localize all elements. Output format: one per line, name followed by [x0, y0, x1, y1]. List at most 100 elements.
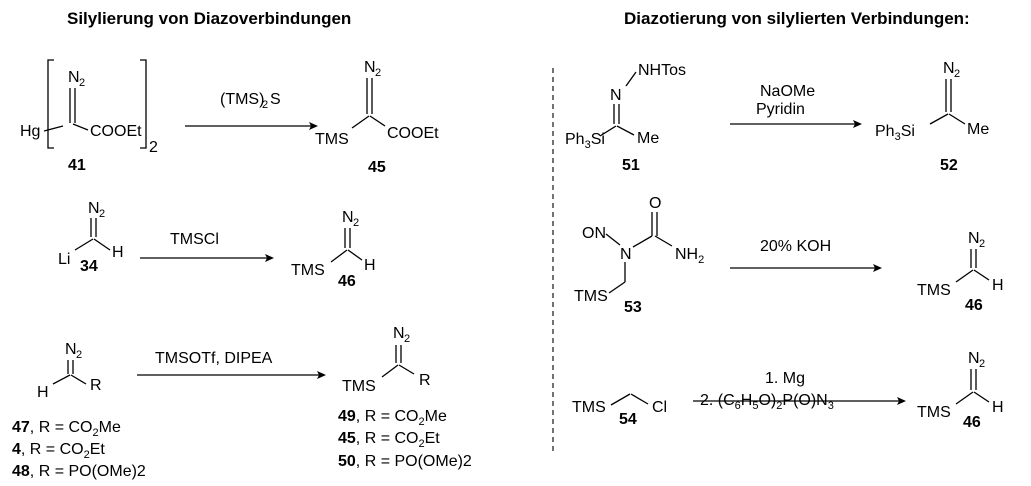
substituent-4: 4, R = CO2Et: [12, 441, 105, 461]
subscript-2: 2: [954, 68, 960, 80]
atom-tms: TMS: [917, 282, 951, 299]
atom-ph3si: Ph3Si: [875, 123, 915, 143]
bond: [625, 71, 637, 87]
atom-h: H: [992, 399, 1004, 416]
label-54: 54: [619, 411, 637, 428]
arrow-3: TMSOTf, DIPEA: [137, 350, 326, 379]
bond: [93, 238, 111, 251]
bond: [351, 115, 370, 129]
compound-46-left: N 2 TMS H 46: [291, 209, 376, 290]
subscript-2: 2: [99, 208, 105, 220]
atom-h: H: [364, 257, 376, 274]
atom-li: Li: [58, 251, 70, 268]
reagent-tmsotf-dipea: TMSOTf, DIPEA: [155, 350, 273, 367]
label-53: 53: [624, 299, 642, 316]
label-34: 34: [80, 258, 98, 275]
atom-h: H: [992, 277, 1004, 294]
reagent-naome: NaOMe: [760, 83, 815, 100]
reagent-mg: 1. Mg: [765, 370, 805, 387]
atom-tms: TMS: [572, 399, 606, 416]
subscript-2: 2: [79, 77, 85, 89]
arrow-6: 1. Mg 2. (C6H5O)2P(O)N3: [693, 370, 906, 412]
subscript-2: 2: [353, 217, 359, 229]
atom-n: N: [968, 350, 980, 367]
atom-ph3si: Ph3Si: [565, 131, 605, 151]
atom-h: H: [37, 384, 49, 401]
subscript-2: 2: [979, 358, 985, 370]
atom-n: N: [342, 209, 354, 226]
compound-45: N 2 TMS COOEt 45: [315, 59, 439, 176]
bond: [52, 374, 71, 385]
bond: [632, 235, 653, 248]
label-46: 46: [338, 273, 356, 290]
compound-51: NHTos N Ph3Si Me 51: [565, 62, 686, 174]
arrow-2: TMSCl: [140, 231, 274, 262]
substituent-47: 47, R = CO2Me: [12, 419, 121, 439]
bond: [955, 269, 974, 283]
compound-46-right-middle: N 2 TMS H 46: [917, 230, 1004, 314]
bond: [948, 113, 966, 125]
arrow-5: 20% KOH: [730, 238, 882, 272]
subscript-2: 2: [404, 333, 410, 345]
label-46: 46: [963, 414, 981, 431]
bond: [616, 125, 635, 136]
atom-r: R: [419, 372, 431, 389]
reagent-tms2s: (TMS): [220, 91, 264, 108]
bond: [654, 235, 673, 247]
atom-tms: TMS: [315, 131, 349, 148]
substituent-45: 45, R = CO2Et: [338, 430, 440, 450]
bond: [72, 123, 89, 131]
title-left: Silylierung von Diazoverbindungen: [67, 9, 351, 28]
label-41: 41: [68, 157, 86, 174]
atom-tms: TMS: [574, 288, 608, 305]
arrow-head: [873, 264, 882, 272]
atom-hg: Hg: [20, 123, 40, 140]
bracket-right: [140, 59, 147, 149]
atom-n: N: [610, 87, 622, 104]
compound-41: Hg N 2 COOEt 2 41: [20, 59, 158, 174]
atom-cl: Cl: [652, 399, 667, 416]
compound-53: ON N O NH2 TMS 53: [574, 195, 704, 316]
substituent-48: 48, R = PO(OMe)2: [12, 463, 146, 480]
atom-n: N: [68, 69, 80, 86]
bond: [43, 125, 64, 132]
substituent-50: 50, R = PO(OMe)2: [338, 453, 472, 470]
bond: [381, 364, 399, 378]
atom-n: N: [393, 325, 405, 342]
atom-n: N: [968, 230, 980, 247]
reagent-s: S: [270, 91, 281, 108]
label-45: 45: [368, 159, 386, 176]
bond: [608, 281, 626, 294]
compound-52: N 2 Ph3Si Me 52: [875, 60, 989, 174]
bond: [599, 125, 617, 137]
arrow-head: [897, 397, 906, 405]
reagent-pyridin: Pyridin: [756, 101, 805, 118]
subscript-2: 2: [262, 99, 268, 111]
bond: [605, 233, 621, 246]
bond: [330, 249, 348, 263]
atom-tms: TMS: [917, 404, 951, 421]
atom-n: N: [88, 200, 100, 217]
reagent-phosphorazidate: 2. (C6H5O)2P(O)N3: [700, 392, 834, 412]
bond: [70, 374, 87, 385]
atom-on: ON: [582, 225, 606, 242]
compound-49-45-50: N 2 TMS R 49, R = CO2Me 45, R = CO2Et 50…: [338, 325, 472, 470]
arrow-head: [265, 254, 274, 262]
atom-nh2: NH2: [675, 246, 704, 266]
label-51: 51: [622, 157, 640, 174]
atom-cooet: COOEt: [90, 123, 142, 140]
compound-34: N 2 Li H 34: [58, 200, 124, 275]
atom-cooet: COOEt: [387, 125, 439, 142]
atom-r: R: [90, 377, 102, 394]
atom-n: N: [364, 59, 376, 76]
atom-me: Me: [967, 121, 989, 138]
label-46: 46: [965, 297, 983, 314]
label-52: 52: [940, 157, 958, 174]
subscript-2: 2: [149, 139, 158, 156]
atom-me: Me: [637, 130, 659, 147]
compound-54: TMS Cl 54: [572, 393, 667, 428]
atom-n: N: [620, 246, 632, 263]
atom-tms: TMS: [342, 378, 376, 395]
atom-h: H: [112, 244, 124, 261]
